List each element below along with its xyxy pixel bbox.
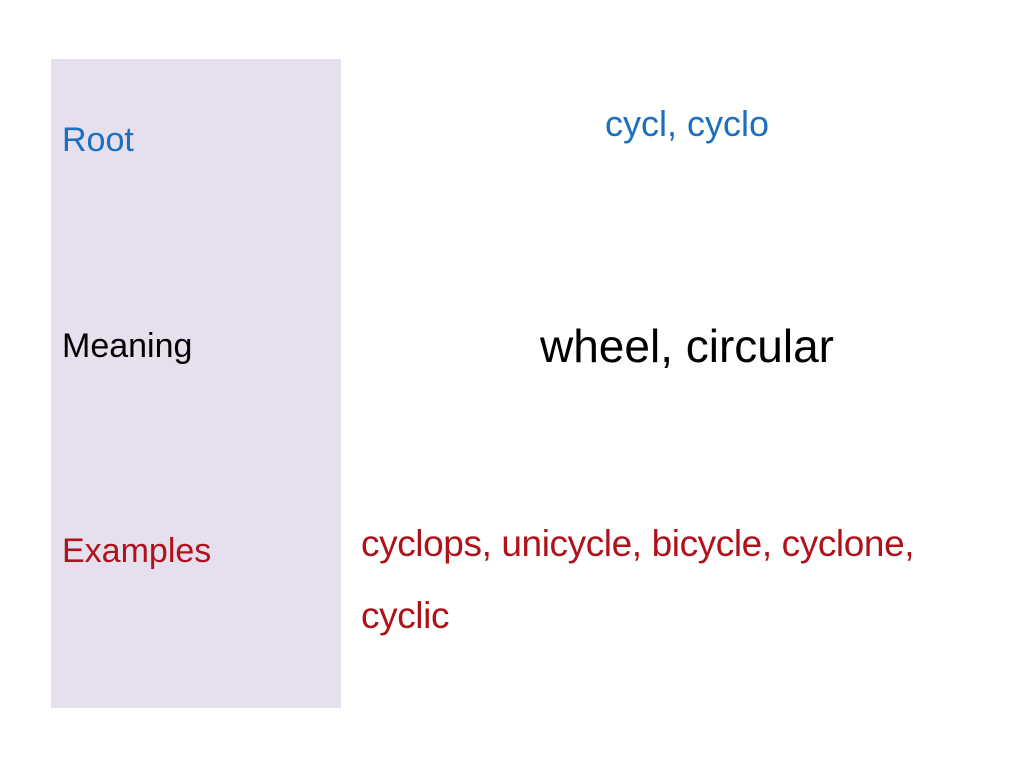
examples-line-2: cyclic (361, 595, 450, 636)
root-value: cycl, cyclo (604, 103, 770, 144)
meaning-label: Meaning (62, 327, 193, 365)
label-panel (51, 59, 341, 708)
meaning-value: wheel, circular (540, 320, 834, 372)
examples-line-1: cyclops, unicycle, bicycle, cyclone, (361, 523, 915, 564)
root-label: Root (62, 121, 134, 159)
examples-value: cyclops, unicycle, bicycle, cyclone, cyc… (361, 508, 1017, 652)
examples-label: Examples (62, 532, 212, 570)
